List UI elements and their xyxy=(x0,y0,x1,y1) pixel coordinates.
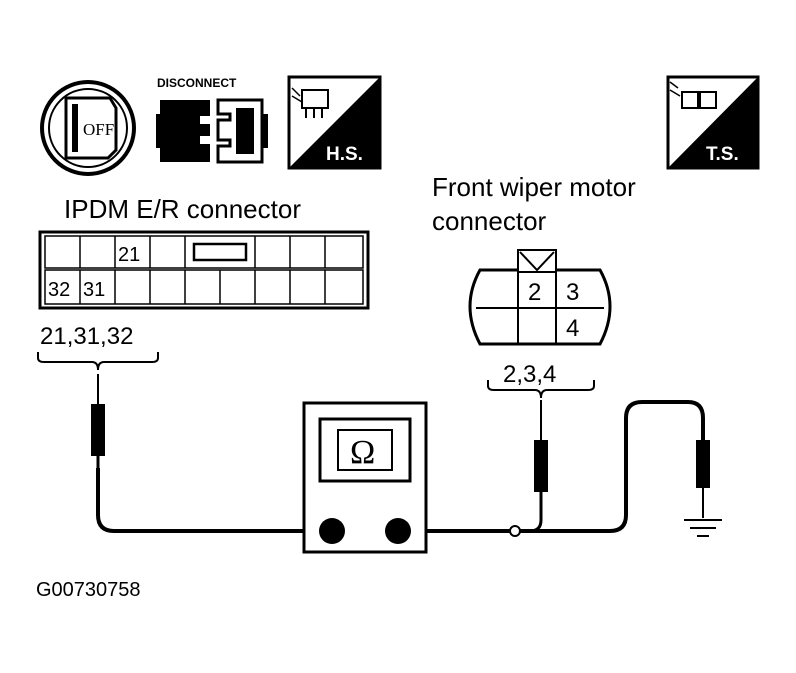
ipdm-pin-32: 32 xyxy=(48,279,70,301)
meter-terminal-right xyxy=(385,518,411,544)
probe-right xyxy=(534,400,548,504)
ohmmeter: Ω xyxy=(302,401,428,554)
probe-left xyxy=(91,374,105,468)
figure-code: G00730758 xyxy=(36,579,141,601)
wire-ground xyxy=(519,400,705,533)
wiper-connector: 2 3 4 xyxy=(468,249,612,346)
disconnect-connector-icon: DISCONNECT xyxy=(156,76,268,164)
ipdm-bracket xyxy=(37,352,159,371)
wiper-bracket xyxy=(487,380,595,399)
ohm-symbol: Ω xyxy=(350,434,375,471)
wiper-pins-tested: 2,3,4 xyxy=(503,361,556,388)
wire-left xyxy=(96,468,330,533)
wiper-pin-4: 4 xyxy=(566,315,579,342)
terminal-side-label: T.S. xyxy=(706,144,739,165)
disconnect-label: DISCONNECT xyxy=(157,76,237,90)
wiper-pin-3: 3 xyxy=(566,279,579,306)
harness-side-icon: H.S. xyxy=(287,75,382,170)
wiper-pin-2: 2 xyxy=(528,279,541,306)
ignition-off-icon: OFF xyxy=(40,80,136,176)
wire-junction xyxy=(509,525,521,537)
meter-terminal-left xyxy=(319,518,345,544)
wiper-connector-title-line2: connector xyxy=(432,206,547,236)
ground-icon xyxy=(684,519,722,537)
ignition-off-label: OFF xyxy=(83,120,114,139)
terminal-side-icon: T.S. xyxy=(666,75,760,170)
ipdm-pins-tested: 21,31,32 xyxy=(40,323,133,350)
ipdm-pin-21: 21 xyxy=(118,244,140,266)
ipdm-connector: 21 32 31 xyxy=(38,230,370,310)
harness-side-label: H.S. xyxy=(326,144,363,165)
ipdm-pin-31: 31 xyxy=(83,279,105,301)
wiper-connector-title-line1: Front wiper motor xyxy=(432,172,636,202)
probe-ground xyxy=(684,440,722,537)
ipdm-connector-title: IPDM E/R connector xyxy=(64,194,301,224)
